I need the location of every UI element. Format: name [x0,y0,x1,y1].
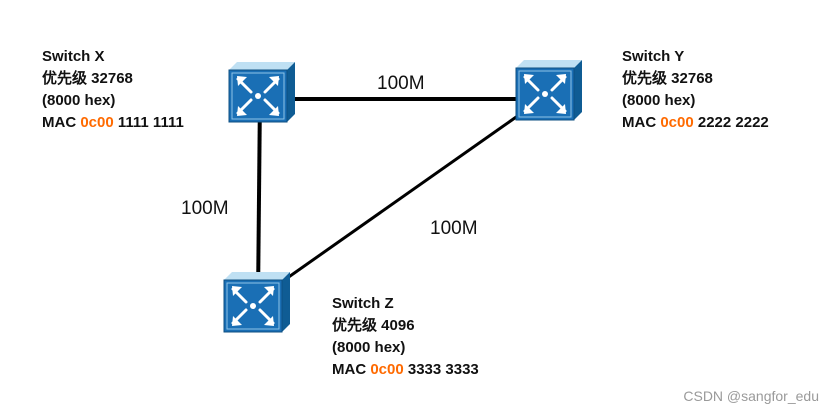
switch-y-mac-highlight: 0c00 [660,114,694,131]
switch-z-mac: MAC 0c00 3333 3333 [332,359,479,381]
switch-y-mac: MAC 0c00 2222 2222 [622,112,769,134]
switch-y-mac-rest: 2222 2222 [693,114,769,131]
watermark: CSDN @sangfor_edu [683,388,819,404]
switch-z-name: Switch Z [332,295,394,312]
switch-x-mac-highlight: 0c00 [80,114,114,131]
switch-z-icon [222,270,292,334]
link-x-y-speed: 100M [377,73,425,94]
link-x-z [256,93,262,301]
switch-x-hex: (8000 hex) [42,92,116,109]
switch-x-name: Switch X [42,48,105,65]
switch-z-mac-prefix: MAC [332,361,371,378]
switch-x-priority: 优先级 32768 [42,70,133,87]
switch-x-mac-prefix: MAC [42,114,81,131]
link-y-z-speed: 100M [430,218,478,239]
link-y-z [255,94,547,302]
switch-x-mac-rest: 1111 1111 [113,114,184,131]
switch-z-mac-rest: 3333 3333 [403,361,479,378]
switch-y-priority: 优先级 32768 [622,70,713,87]
switch-x-mac: MAC 0c00 1111 1111 [42,112,184,134]
switch-z-mac-highlight: 0c00 [370,361,404,378]
switch-z-hex: (8000 hex) [332,339,406,356]
switch-y-info: Switch Y 优先级 32768 (8000 hex) MAC 0c00 2… [622,46,769,134]
switch-y-name: Switch Y [622,48,685,65]
switch-x-info: Switch X 优先级 32768 (8000 hex) MAC 0c00 1… [42,46,184,134]
switch-y-icon [514,58,584,122]
links [255,93,549,302]
switch-z-priority: 优先级 4096 [332,317,415,334]
switch-y-hex: (8000 hex) [622,92,696,109]
switch-x-icon [227,60,297,124]
switch-z-info: Switch Z 优先级 4096 (8000 hex) MAC 0c00 33… [332,293,479,381]
switch-y-mac-prefix: MAC [622,114,661,131]
link-x-z-speed: 100M [181,198,229,219]
